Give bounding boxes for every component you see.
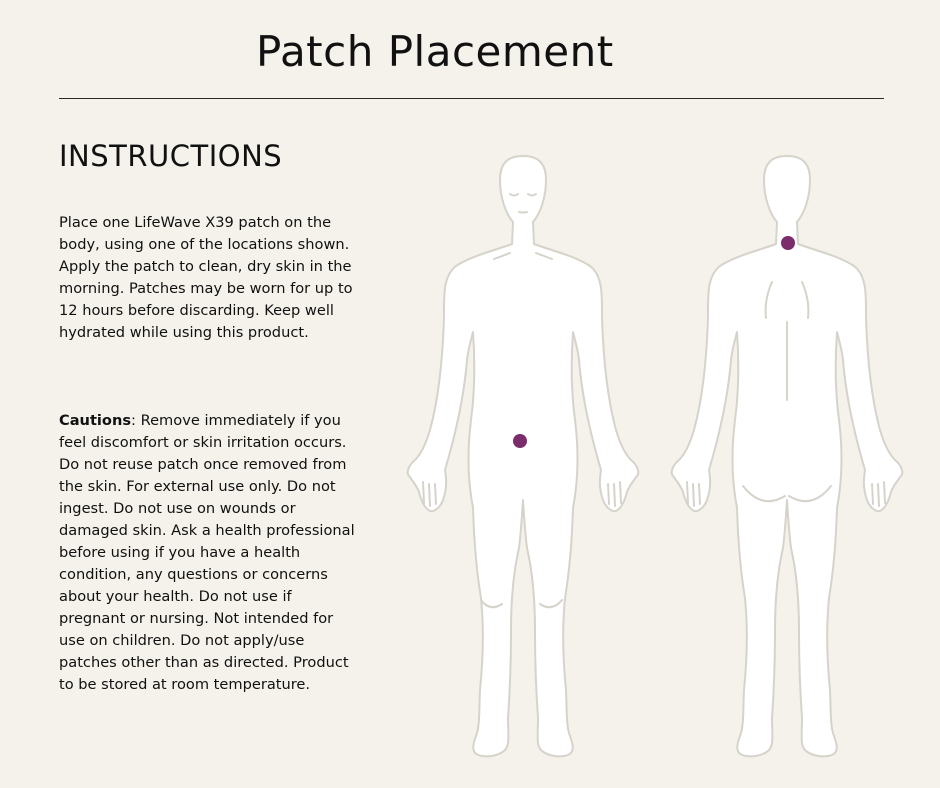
back-body-figure bbox=[670, 155, 904, 758]
cautions-text: Cautions: Remove immediately if you feel… bbox=[59, 410, 359, 696]
instructions-heading: INSTRUCTIONS bbox=[59, 139, 283, 173]
patch-marker-front-abdomen bbox=[513, 434, 527, 448]
body-diagram bbox=[406, 155, 904, 758]
cautions-label: Cautions bbox=[59, 412, 132, 429]
patch-marker-back-neck bbox=[781, 236, 795, 250]
front-body-figure bbox=[406, 155, 640, 758]
instructions-text: Place one LifeWave X39 patch on the body… bbox=[59, 214, 353, 341]
cautions-body: : Remove immediately if you feel discomf… bbox=[59, 412, 355, 693]
page-title: Patch Placement bbox=[256, 27, 614, 76]
title-divider bbox=[59, 98, 884, 99]
